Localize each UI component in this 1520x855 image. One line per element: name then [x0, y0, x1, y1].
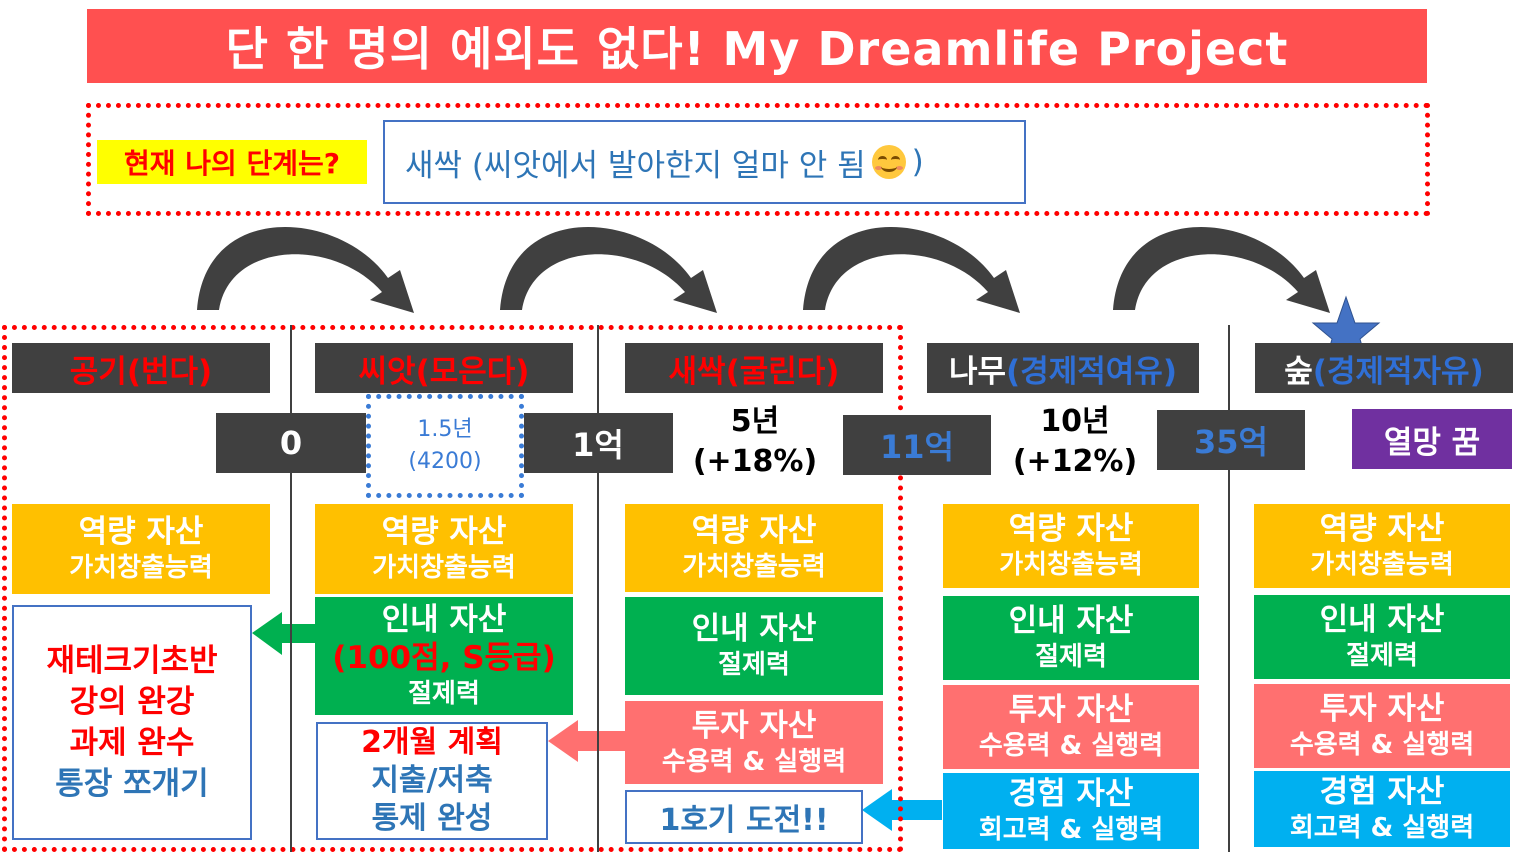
air-note: 재테크기초반 강의 완강 과제 완수 통장 쪼개기 — [12, 605, 252, 840]
patience-asset: 인내 자산 (100점, S등급) 절제력 — [315, 597, 573, 715]
investment-title: 투자 자산 — [691, 707, 817, 744]
transition-seed-period: 1.5년 — [417, 417, 473, 442]
patience-title: 인내 자산 — [381, 602, 507, 638]
stage-tree: 나무(경제적여유) — [927, 343, 1199, 393]
investment-asset: 투자 자산 수용력 & 실행력 — [1254, 684, 1510, 768]
current-stage-question: 현재 나의 단계는? — [97, 140, 367, 184]
transition-sprout-rate: (+18%) — [692, 444, 818, 479]
seed-note-line: 통제 완성 — [371, 801, 493, 836]
transition-tree-rate: (+12%) — [1012, 444, 1138, 479]
competency-title: 역량 자산 — [691, 513, 817, 549]
patience-asset: 인내 자산 절제력 — [1254, 595, 1510, 679]
patience-sub: 절제력 — [718, 650, 790, 680]
air-note-line: 통장 쪼개기 — [55, 765, 209, 802]
air-note-line: 강의 완강 — [69, 683, 195, 720]
patience-title: 인내 자산 — [1008, 603, 1134, 639]
stage-air: 공기(번다) — [12, 343, 270, 393]
investment-asset: 투자 자산 수용력 & 실행력 — [943, 685, 1199, 769]
amount-0: 0 — [216, 413, 366, 473]
investment-sub: 수용력 & 실행력 — [661, 746, 847, 777]
current-journey-frame — [2, 325, 903, 852]
investment-asset: 투자 자산 수용력 & 실행력 — [625, 701, 883, 784]
transition-tree: 10년 (+12%) — [1005, 402, 1145, 482]
competency-asset: 역량 자산 가치창출능력 — [943, 504, 1199, 588]
curved-arrow-icon — [803, 226, 1020, 313]
patience-asset: 인내 자산 절제력 — [625, 597, 883, 695]
experience-title: 경험 자산 — [1008, 776, 1134, 812]
stage-sprout: 새싹(굴린다) — [625, 343, 883, 393]
experience-title: 경험 자산 — [1319, 774, 1445, 810]
current-stage-answer-close: ) — [911, 144, 924, 180]
transition-seed-amount: (4200) — [408, 449, 482, 474]
amount-3: 35억 — [1157, 410, 1305, 470]
transition-sprout: 5년 (+18%) — [685, 402, 825, 482]
seed-note: 2개월 계획 지출/저축 통제 완성 — [316, 722, 548, 840]
transition-sprout-period: 5년 — [730, 404, 780, 439]
column-divider — [290, 325, 292, 852]
competency-title: 역량 자산 — [1319, 511, 1445, 547]
experience-sub: 회고력 & 실행력 — [978, 815, 1164, 845]
investment-title: 투자 자산 — [1319, 691, 1445, 727]
patience-sub: 절제력 — [1346, 641, 1418, 671]
seed-note-line: 2개월 계획 — [361, 725, 503, 760]
amount-1: 1억 — [523, 413, 673, 473]
competency-asset: 역량 자산 가치창출능력 — [625, 504, 883, 592]
experience-asset: 경험 자산 회고력 & 실행력 — [943, 773, 1199, 849]
experience-sub: 회고력 & 실행력 — [1289, 813, 1475, 843]
column-divider — [597, 325, 599, 852]
competency-title: 역량 자산 — [78, 514, 204, 550]
curved-arrow-icon — [500, 226, 717, 313]
competency-asset: 역량 자산 가치창출능력 — [1254, 504, 1510, 588]
amount-2: 11억 — [843, 415, 991, 475]
air-note-line: 재테크기초반 — [46, 642, 218, 679]
current-stage-frame — [86, 103, 1430, 216]
competency-sub: 가치창출능력 — [372, 553, 516, 583]
competency-asset: 역량 자산 가치창출능력 — [315, 504, 573, 594]
transition-seed: 1.5년 (4200) — [366, 394, 524, 498]
sprout-note: 1호기 도전!! — [625, 790, 863, 844]
patience-sub: 절제력 — [408, 679, 480, 709]
competency-title: 역량 자산 — [381, 514, 507, 550]
sprout-note-line: 1호기 도전!! — [659, 803, 829, 838]
investment-sub: 수용력 & 실행력 — [978, 731, 1164, 761]
investment-title: 투자 자산 — [1008, 692, 1134, 728]
curved-arrow-icon — [1113, 226, 1330, 313]
smile-emoji-icon — [871, 145, 906, 179]
stage-seed: 씨앗(모은다) — [315, 343, 573, 393]
patience-title: 인내 자산 — [691, 611, 817, 647]
transition-tree-period: 10년 — [1040, 404, 1110, 439]
competency-asset: 역량 자산 가치창출능력 — [12, 504, 270, 594]
patience-title: 인내 자산 — [1319, 602, 1445, 638]
patience-score: (100점, S등급) — [332, 640, 556, 676]
page-title: 단 한 명의 예외도 없다! My Dreamlife Project — [87, 9, 1427, 83]
column-divider — [1228, 325, 1230, 852]
patience-asset: 인내 자산 절제력 — [943, 596, 1199, 680]
competency-sub: 가치창출능력 — [999, 550, 1143, 580]
experience-asset: 경험 자산 회고력 & 실행력 — [1254, 771, 1510, 847]
curved-arrow-icon — [197, 226, 414, 313]
competency-sub: 가치창출능력 — [69, 553, 213, 583]
current-stage-answer-text: 새싹 (씨앗에서 발아한지 얼마 안 됨 — [405, 147, 866, 184]
competency-sub: 가치창출능력 — [682, 552, 826, 582]
seed-note-line: 지출/저축 — [371, 763, 493, 798]
investment-sub: 수용력 & 실행력 — [1289, 730, 1475, 760]
dream-badge: 열망 꿈 — [1352, 409, 1512, 469]
air-note-line: 과제 완수 — [69, 724, 195, 761]
current-stage-answer: 새싹 (씨앗에서 발아한지 얼마 안 됨 ) — [383, 120, 1026, 204]
stage-forest: 숲(경제적자유) — [1255, 343, 1513, 393]
competency-sub: 가치창출능력 — [1310, 550, 1454, 580]
competency-title: 역량 자산 — [1008, 511, 1134, 547]
patience-sub: 절제력 — [1035, 642, 1107, 672]
